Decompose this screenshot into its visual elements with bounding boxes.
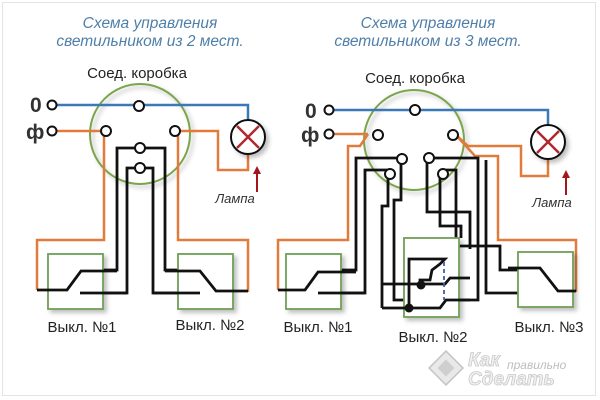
left-box-terminal-traveler1: [134, 142, 146, 154]
right-neutral-label: 0: [305, 100, 317, 123]
left-lamp-label: Лампа: [214, 191, 254, 206]
watermark-line2: Сделать: [468, 369, 555, 390]
right-phase-label: ф: [301, 124, 319, 147]
right-switch2-node-2: [404, 303, 414, 313]
right-box-terminal-t3: [384, 168, 396, 180]
right-traveler-box-to-s2: [425, 158, 472, 249]
watermark: Как правильно Сделать: [427, 349, 567, 390]
watermark-logo-icon: [427, 349, 465, 387]
left-lamp-arrow-icon: [253, 166, 261, 192]
left-phase-terminal: [46, 125, 58, 137]
right-switch2-line-mid: [382, 276, 470, 286]
left-box-terminal-phase: [100, 125, 112, 137]
right-box-terminal-neutral: [409, 104, 421, 116]
left-phase-label: ф: [26, 121, 44, 144]
left-phase-to-switch1-wire: [35, 131, 106, 290]
right-junction-box-label: Соед. коробка: [365, 70, 466, 87]
image-frame: [2, 2, 596, 396]
right-box-terminal-t1: [396, 153, 408, 165]
right-box-terminal-phase: [372, 129, 384, 141]
left-title-line1: Схема управления: [83, 15, 218, 32]
right-title-line1: Схема управления: [361, 15, 496, 32]
right-traveler-s1-to-s2-a: [392, 158, 405, 302]
left-neutral-wire: [57, 103, 250, 120]
right-switch3-box: [517, 251, 574, 308]
left-neutral-label: 0: [30, 94, 42, 117]
right-phase-to-switch1-wire: [276, 133, 370, 290]
right-neutral-wire: [331, 108, 550, 125]
right-switch2-node-1: [416, 280, 426, 290]
left-switch1-contact: [37, 269, 117, 292]
right-switch1-contact: [278, 270, 356, 292]
right-switch3-label: Выкл. №3: [514, 319, 583, 336]
right-box-terminal-t2: [423, 152, 435, 164]
right-lamp-icon: [530, 124, 566, 160]
right-traveler-s3-c: [484, 160, 530, 295]
right-traveler-s3-a: [438, 170, 463, 238]
left-diagram: Схема управления светильником из 2 мест.…: [26, 15, 266, 336]
left-lamp-return-wire: [178, 129, 250, 172]
right-switch2-label: Выкл. №2: [398, 329, 467, 346]
right-switch3-to-lamp-wire: [454, 133, 578, 292]
left-lamp-icon: [230, 119, 266, 155]
left-switch2-to-lamp-wire: [176, 131, 250, 292]
right-phase-terminal: [323, 128, 335, 140]
right-title-line2: светильником из 3 мест.: [334, 33, 521, 50]
left-switch1-box: [47, 253, 104, 310]
left-switch2-contact: [165, 269, 248, 293]
left-box-terminal-neutral: [133, 100, 145, 112]
left-box-terminal-traveler2: [134, 162, 146, 174]
right-diagram: Схема управления светильником из 3 мест.…: [276, 15, 584, 346]
right-switch3-contact: [508, 266, 576, 293]
right-switch1-label: Выкл. №1: [283, 319, 352, 336]
right-switch2-contact-upper: [407, 257, 449, 308]
left-traveler-wire-1b: [140, 146, 200, 272]
right-lamp-label: Лампа: [531, 195, 571, 210]
left-title-line2: светильником из 2 мест.: [56, 33, 243, 50]
watermark-line1-small: правильно: [507, 358, 567, 372]
right-switch1-box: [285, 253, 342, 310]
right-neutral-terminal: [323, 104, 335, 116]
left-junction-box: [89, 83, 191, 185]
right-lamp-arrow-icon: [562, 170, 570, 195]
right-traveler-s1-to-s2-b: [380, 170, 390, 308]
left-switch2-label: Выкл. №2: [175, 317, 244, 334]
left-box-terminal-lamp: [169, 125, 181, 137]
right-traveler-s3-b: [440, 168, 540, 272]
left-switch2-box: [177, 253, 234, 310]
right-box-terminal-lamp: [447, 129, 459, 141]
watermark-line1: Как: [468, 350, 501, 371]
left-junction-box-label: Соед. коробка: [87, 65, 188, 82]
right-box-terminal-t4: [437, 168, 449, 180]
right-lamp-return-wire: [454, 133, 550, 178]
left-neutral-terminal: [46, 99, 58, 111]
left-switch1-label: Выкл. №1: [47, 319, 116, 336]
